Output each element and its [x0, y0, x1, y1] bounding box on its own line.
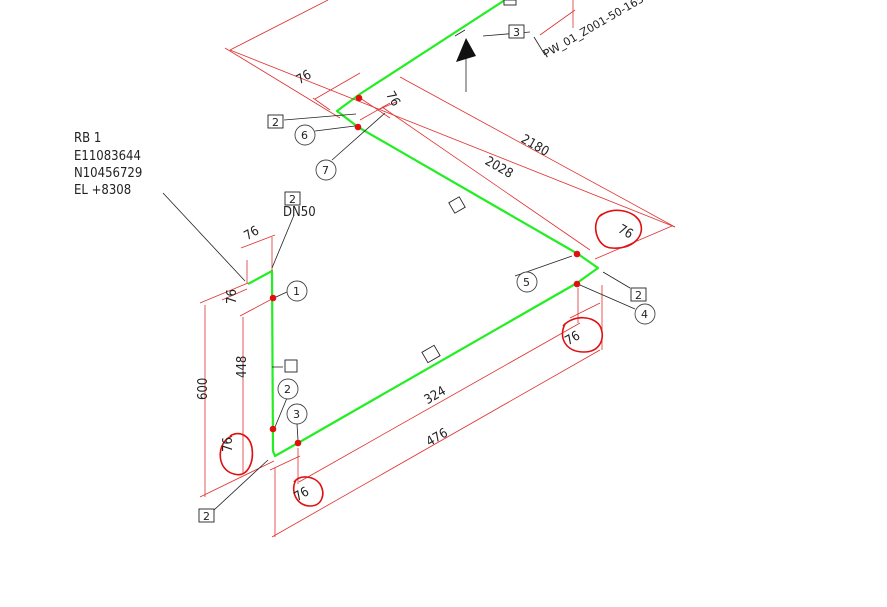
dim-448: 448 — [235, 356, 250, 378]
callout-4: 4 — [641, 308, 648, 321]
dim-76-left-top: 76 — [242, 223, 262, 243]
dim-2180: 2180 — [518, 132, 551, 160]
callout-2: 2 — [284, 383, 291, 396]
boxed-tag-right-2: 2 — [635, 289, 642, 302]
dim-76-bottom: 76 — [292, 484, 312, 504]
dim-76-top-b: 76 — [382, 89, 402, 109]
dim-76-right-low: 76 — [563, 328, 583, 348]
location-line-4: EL +8308 — [74, 183, 131, 198]
dim-2028: 2028 — [482, 154, 515, 182]
dim-76-vert: 76 — [225, 289, 240, 304]
pipe-size-label: DN50 — [283, 205, 316, 220]
boxed-tags: 3 2 2 2 2 — [198, 24, 647, 523]
callout-5: 5 — [523, 276, 530, 289]
location-line-3: N10456729 — [74, 166, 142, 181]
callout-1: 1 — [293, 285, 300, 298]
dim-76-bottom-left: 76 — [221, 437, 236, 452]
dim-324: 324 — [422, 384, 449, 408]
boxed-tag-top-2: 2 — [272, 116, 279, 129]
flow-arrow-icon — [456, 38, 476, 62]
boxed-tag-dn50: 2 — [289, 193, 296, 206]
boxed-tag-bottom-2: 2 — [203, 510, 210, 523]
markup-circles — [219, 209, 643, 507]
callout-6: 6 — [301, 129, 308, 142]
dim-600: 600 — [196, 378, 211, 400]
location-line-2: E11083644 — [74, 149, 141, 164]
dim-76-top: 76 — [294, 67, 314, 87]
callout-3: 3 — [293, 408, 300, 421]
callout-7: 7 — [322, 164, 329, 177]
pipe-route — [247, 0, 600, 458]
line-number-label: PW_01_Z001-50-16501 — [541, 0, 658, 61]
support-markers — [284, 0, 517, 373]
location-block: RB 1 E11083644 N10456729 EL +8308 — [74, 131, 142, 198]
weld-points — [269, 94, 581, 447]
location-line-1: RB 1 — [74, 131, 101, 146]
dim-76-right: 76 — [615, 222, 635, 242]
callout-bubbles: 1 2 3 4 5 6 7 — [277, 124, 656, 425]
dimension-lines — [199, 0, 676, 538]
boxed-tag-top-3: 3 — [513, 26, 520, 39]
dim-476: 476 — [424, 426, 451, 450]
